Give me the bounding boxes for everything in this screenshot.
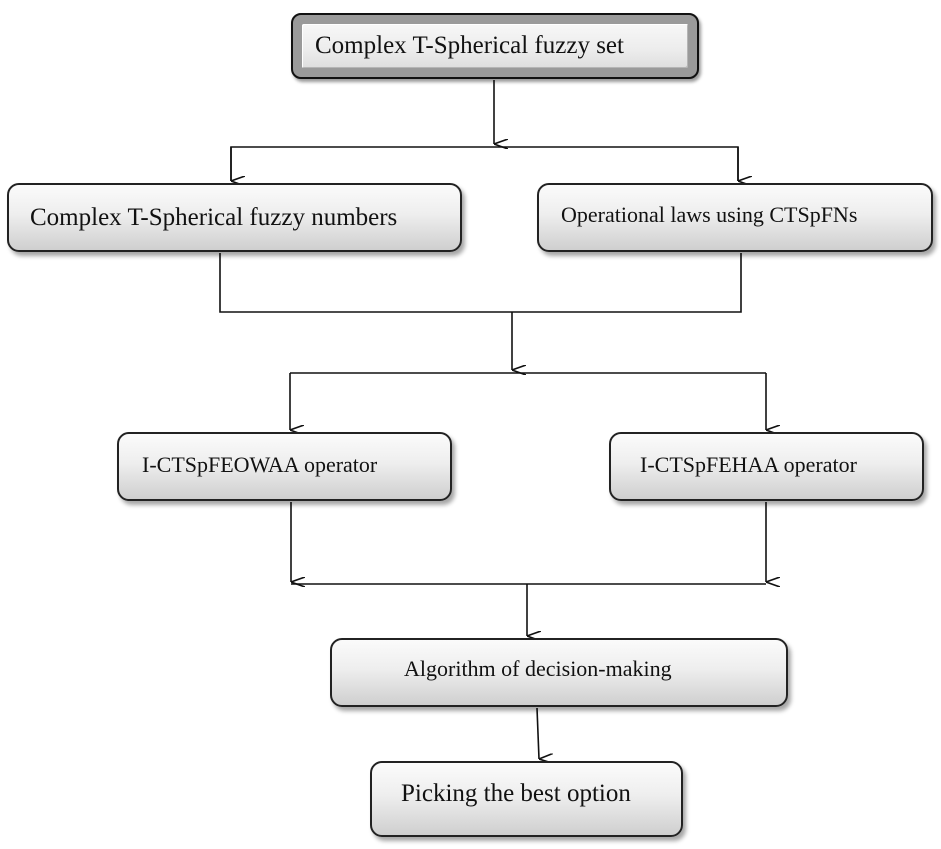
- node-operational-laws-label: Operational laws using CTSpFNs: [561, 202, 858, 227]
- node-title-label: Complex T-Spherical fuzzy set: [315, 32, 624, 59]
- node-decision-algorithm: Algorithm of decision-making: [330, 638, 788, 707]
- node-eowaa-operator: I-CTSpFEOWAA operator: [117, 432, 452, 501]
- node-fuzzy-numbers-label: Complex T-Spherical fuzzy numbers: [30, 204, 398, 231]
- node-ehaa-label: I-CTSpFEHAA operator: [640, 452, 857, 477]
- node-algorithm-label: Algorithm of decision-making: [404, 656, 672, 681]
- node-complex-fuzzy-numbers: Complex T-Spherical fuzzy numbers: [7, 183, 462, 252]
- node-title-bevel: [302, 24, 688, 68]
- arrow-to-best-option: [536, 707, 539, 759]
- connector-merge-second-row: [219, 253, 742, 313]
- node-complex-t-spherical-fuzzy-set: Complex T-Spherical fuzzy set: [291, 13, 699, 79]
- node-eowaa-label: I-CTSpFEOWAA operator: [142, 452, 378, 477]
- node-operational-laws: Operational laws using CTSpFNs: [537, 183, 933, 252]
- node-ehaa-operator: I-CTSpFEHAA operator: [609, 432, 924, 501]
- node-best-option: Picking the best option: [370, 761, 683, 837]
- node-best-option-label: Picking the best option: [401, 780, 631, 807]
- connector-split-top: [230, 146, 739, 181]
